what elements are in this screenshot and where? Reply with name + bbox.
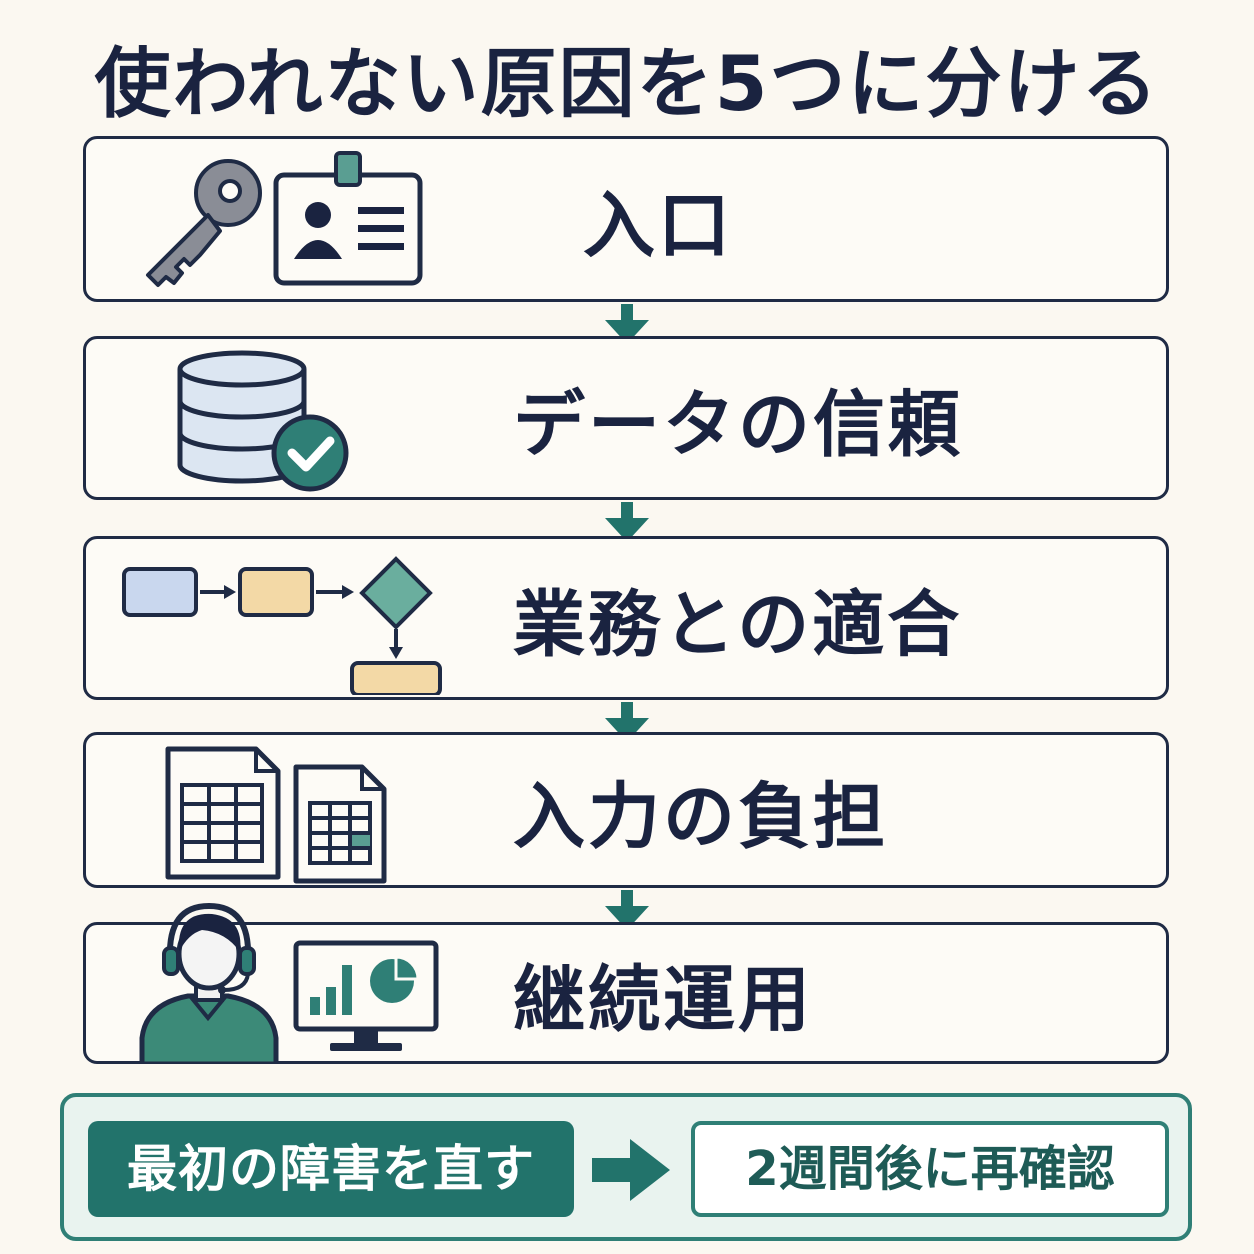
step-label: 継続運用 — [513, 957, 814, 1042]
step-label: 業務との適合 — [513, 582, 963, 667]
arrow-right-icon — [592, 1139, 670, 1201]
id-badge-icon — [273, 151, 423, 286]
flowchart-icon — [122, 556, 442, 695]
support-person-icon — [139, 902, 279, 1064]
spreadsheet-icon — [293, 764, 387, 884]
database-check-icon — [177, 350, 349, 492]
arrow-down-icon — [605, 702, 649, 742]
page-title: 使われない原因を5つに分ける — [94, 39, 1160, 128]
monitor-chart-icon — [293, 940, 439, 1051]
step-label: 入力の負担 — [513, 774, 889, 859]
arrow-down-icon — [605, 304, 649, 344]
key-icon — [146, 159, 262, 287]
action-banner: 最初の障害を直す 2週間後に再確認 — [60, 1093, 1192, 1241]
fix-first-obstacle-box: 最初の障害を直す — [88, 1121, 574, 1217]
arrow-down-icon — [605, 502, 649, 542]
step-business-fit: 業務との適合 — [83, 536, 1169, 700]
step-input-burden: 入力の負担 — [83, 732, 1169, 888]
step-label: データの信頼 — [513, 382, 964, 467]
arrow-down-icon — [605, 890, 649, 930]
spreadsheet-icon — [165, 746, 281, 880]
step-label: 入口 — [583, 183, 734, 268]
recheck-after-two-weeks-box: 2週間後に再確認 — [691, 1121, 1169, 1217]
step-data-trust: データの信頼 — [83, 336, 1169, 500]
step-entrance: 入口 — [83, 136, 1169, 302]
